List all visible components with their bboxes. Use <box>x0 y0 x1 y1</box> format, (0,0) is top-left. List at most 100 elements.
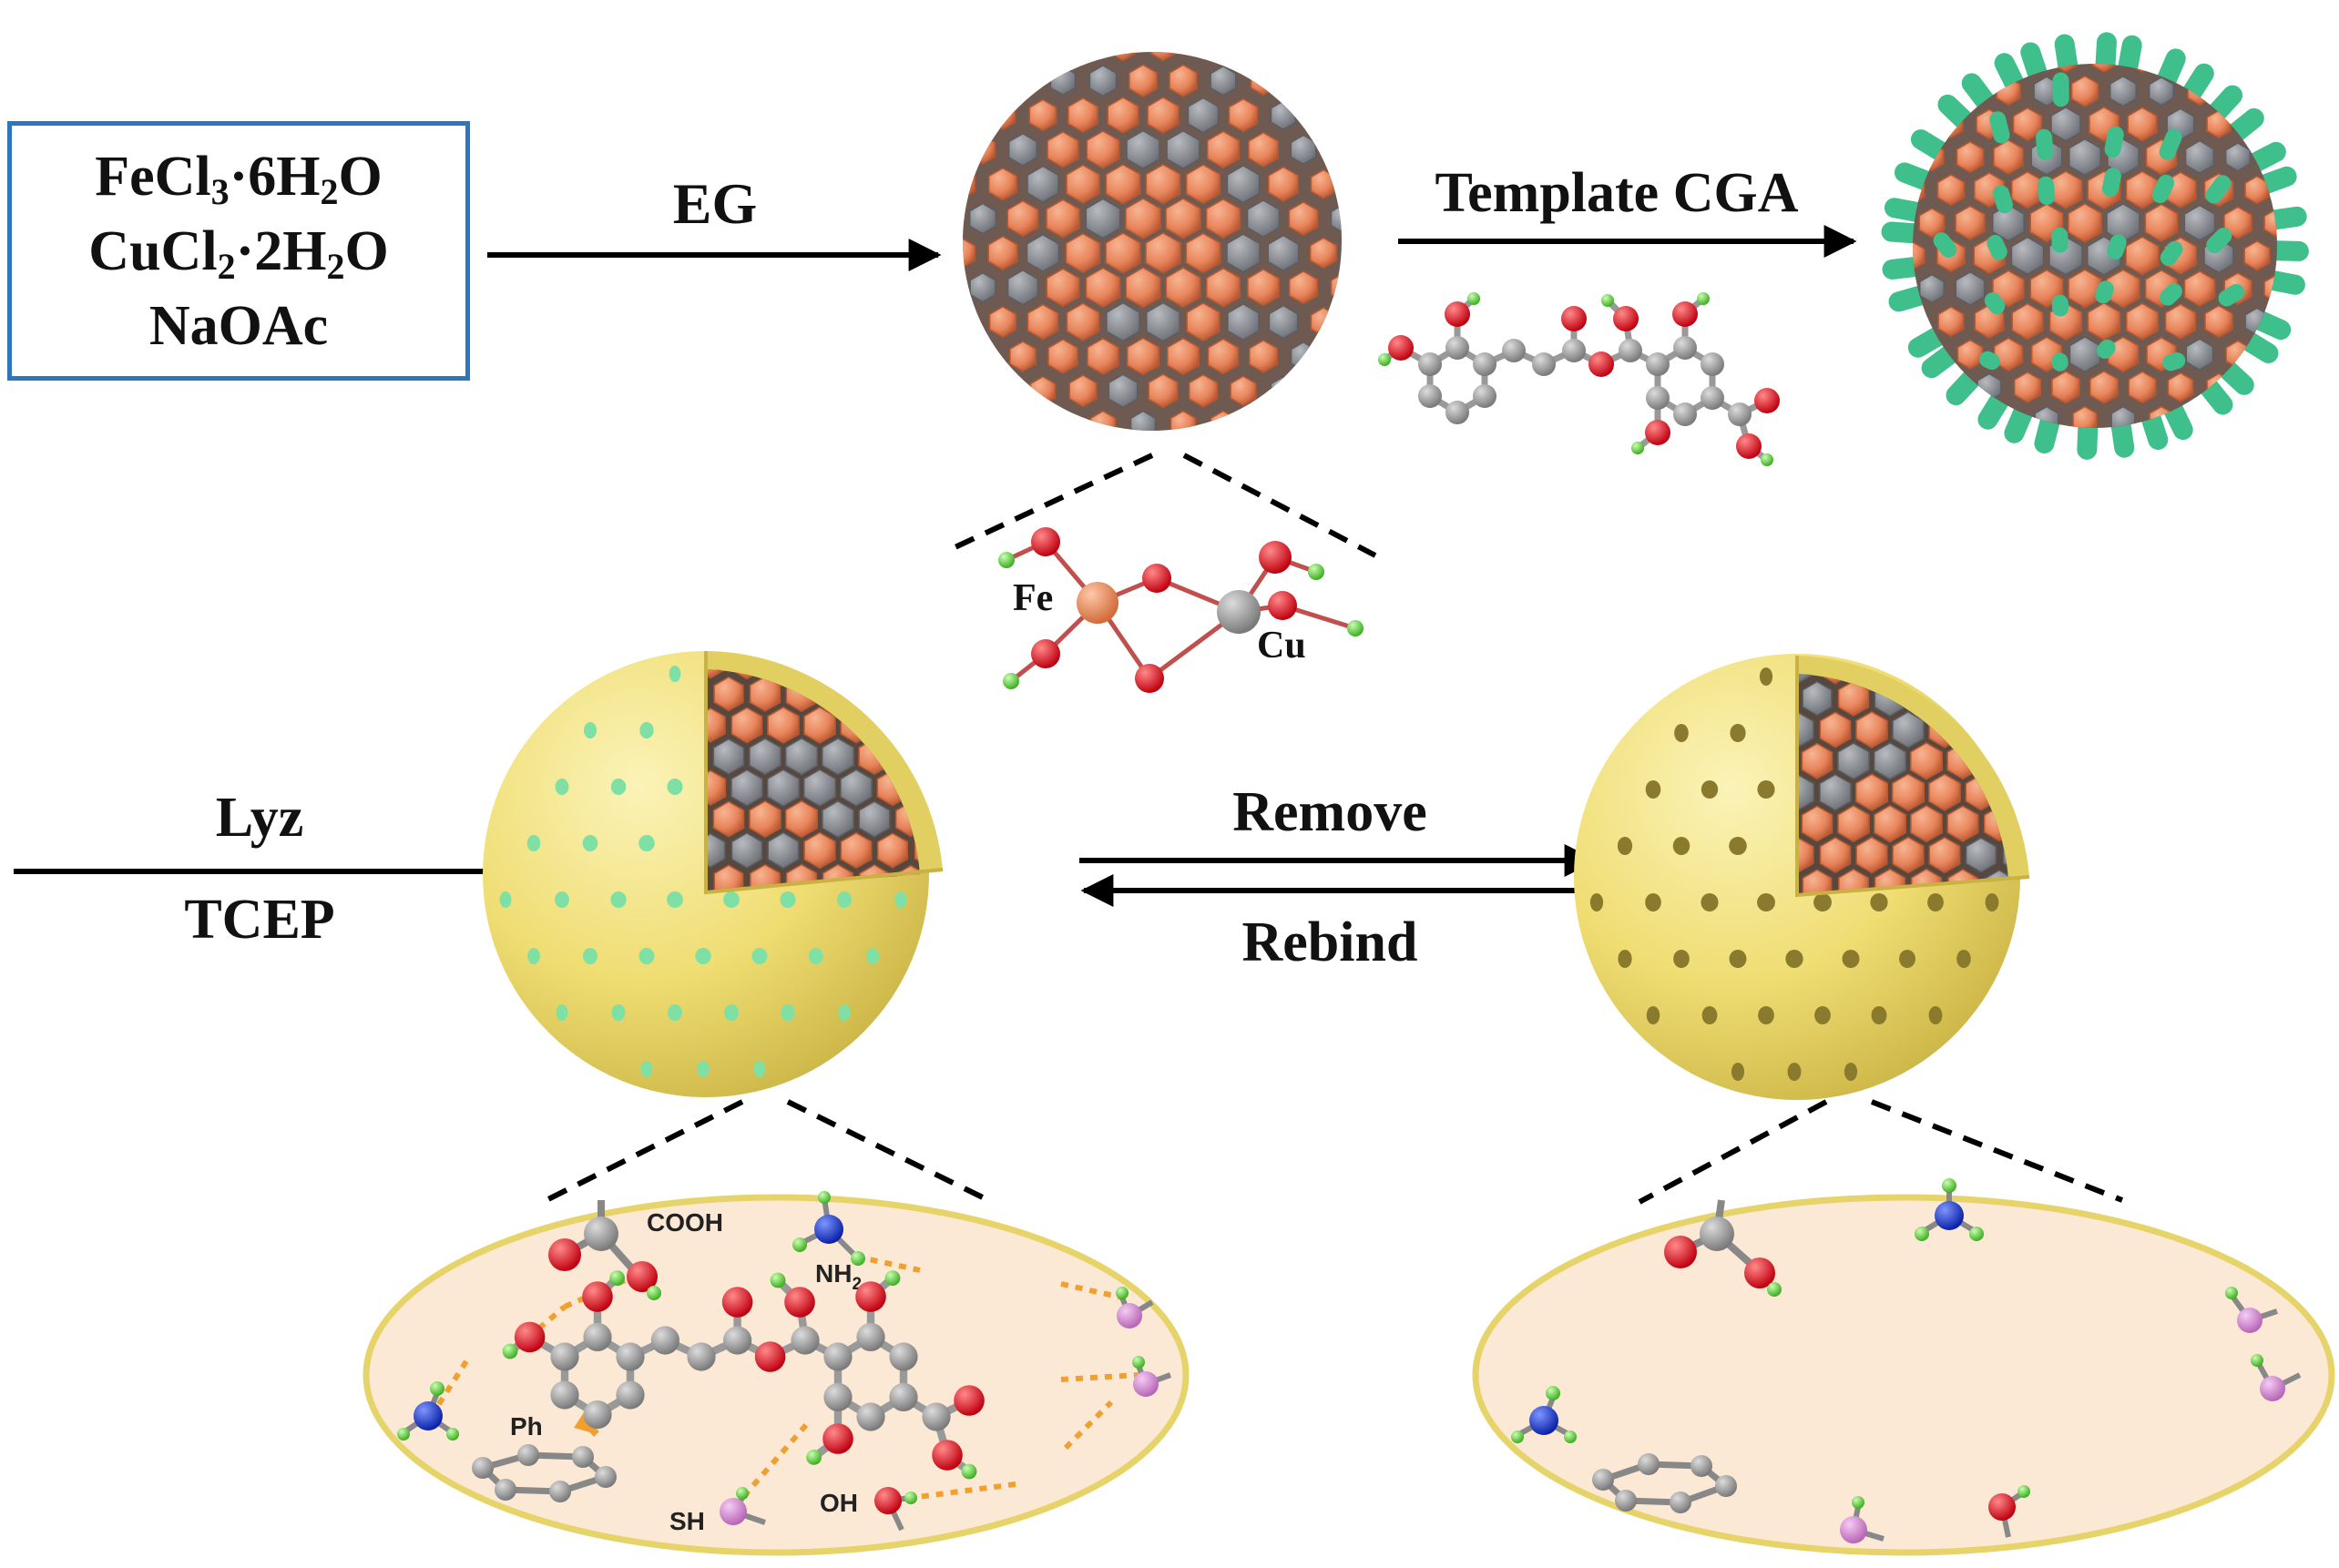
carbon-atom <box>1619 339 1642 362</box>
label-template-cga: Template CGA <box>1435 162 1799 224</box>
fe-octahedron <box>2225 340 2251 369</box>
imprinted-cavity <box>1701 1006 1718 1024</box>
zoom-line-core-right <box>1182 453 1377 558</box>
fe-octahedron <box>1250 66 1277 97</box>
hydrogen-atom <box>1378 353 1391 366</box>
label-cooh: COOH <box>647 1208 723 1237</box>
fe-octahedron <box>1288 201 1319 236</box>
fe-octahedron <box>1966 674 1996 684</box>
template-cga-rod <box>2160 282 2182 306</box>
cu-octahedron <box>2068 137 2101 177</box>
template-cga-rod <box>1987 234 2007 260</box>
fe-octahedron <box>1984 681 2008 716</box>
hydrogen-atom <box>806 1450 822 1465</box>
cu-octahedron <box>706 832 726 869</box>
imprinted-cavity <box>1787 1063 1802 1081</box>
template-cga-rod <box>2101 168 2121 198</box>
template-site-dot <box>556 1004 568 1021</box>
fe-octahedron <box>2106 269 2140 309</box>
template-cga-rod <box>2038 176 2056 205</box>
fe-octahedron <box>785 799 818 839</box>
fe-octahedron <box>1910 804 1943 843</box>
template-cga-rod <box>2096 339 2116 359</box>
fe-octahedron <box>844 586 868 614</box>
cu-octahedron <box>1088 64 1118 97</box>
zoom-line-left-2 <box>786 1099 990 1203</box>
oxygen-atom <box>822 1423 853 1454</box>
template-site-dot <box>582 835 598 851</box>
fe-octahedron <box>1029 375 1057 406</box>
fe-octahedron <box>706 669 725 679</box>
fe-octahedron <box>706 708 726 743</box>
oxygen-atom <box>582 1281 613 1312</box>
hydrogen-atom <box>502 1343 518 1359</box>
carbon-atom <box>583 1400 612 1430</box>
cu-octahedron <box>1108 373 1139 409</box>
template-cga-rod <box>2095 280 2114 304</box>
imprinted-cavity <box>1871 1006 1887 1024</box>
fe-octahedron <box>1929 674 1960 685</box>
fe-octahedron <box>2025 623 2048 648</box>
cu-octahedron <box>1027 165 1059 203</box>
cu-octahedron <box>2148 76 2175 107</box>
carbon-atom <box>687 1342 716 1371</box>
fe-octahedron <box>1109 52 1137 62</box>
carbon-atom <box>650 1326 680 1355</box>
imprinted-cavity <box>1985 893 1999 911</box>
fe-octahedron <box>1165 267 1201 309</box>
fe-octahedron <box>735 586 758 613</box>
cu-octahedron <box>700 587 722 613</box>
fe-octahedron <box>1009 806 1032 831</box>
carbon-atom <box>1701 352 1724 376</box>
imprinted-core-shell-cavities <box>1574 560 2084 1100</box>
fe-octahedron <box>1801 805 1833 842</box>
fe-octahedron <box>1896 590 1921 618</box>
cu-octahedron <box>1166 129 1200 169</box>
cu-octahedron <box>749 738 781 776</box>
cu-octahedron <box>1976 372 2002 402</box>
fe-octahedron <box>862 616 888 647</box>
fe-octahedron <box>1268 166 1299 202</box>
fe-octahedron <box>1843 560 1865 585</box>
fe-octahedron <box>1148 373 1179 409</box>
fe-octahedron <box>936 932 959 957</box>
cu-octahedron <box>1330 203 1342 234</box>
fe-octahedron <box>1186 302 1221 342</box>
fe-octahedron <box>2126 302 2159 341</box>
imprinted-cavity <box>1956 950 1971 968</box>
template-site-dot <box>638 948 655 964</box>
template-site-dot <box>610 779 627 795</box>
cu-octahedron <box>2183 204 2216 241</box>
fe-octahedron <box>804 669 835 680</box>
template-cga-rod <box>1989 111 2010 144</box>
fe-octahedron <box>1947 680 1978 717</box>
fe-octahedron <box>2022 745 2050 778</box>
fe-octahedron <box>2072 405 2098 428</box>
template-site-dot <box>583 722 598 738</box>
oxygen-atom <box>932 1440 963 1471</box>
oxygen-atom <box>855 1281 886 1312</box>
carbon-atom <box>889 1342 918 1371</box>
imprinted-cavity <box>1758 1006 1774 1024</box>
fe-octahedron <box>1837 680 1870 717</box>
fe-octahedron <box>1105 163 1141 205</box>
cu-octahedron <box>1246 199 1281 238</box>
fe-octahedron <box>935 678 961 708</box>
cu-octahedron <box>1268 304 1299 340</box>
fe-octahedron <box>2127 107 2158 142</box>
fe-octahedron <box>987 235 1018 270</box>
fe-octahedron <box>2061 873 2084 899</box>
cu-octahedron <box>1823 591 1846 617</box>
imprinted-cavity <box>1645 780 1661 799</box>
template-cga-rod <box>1984 292 2006 315</box>
fe-octahedron <box>1247 269 1280 307</box>
hydrogen-atom <box>770 1272 786 1288</box>
fe-octahedron <box>2025 936 2048 962</box>
fe-octahedron <box>953 836 978 866</box>
fe-octahedron <box>2070 75 2099 107</box>
label-sh: SH <box>669 1507 705 1535</box>
fe-octahedron <box>1956 140 1985 174</box>
fe-octahedron <box>1205 198 1241 239</box>
fe-octahedron <box>915 669 920 678</box>
